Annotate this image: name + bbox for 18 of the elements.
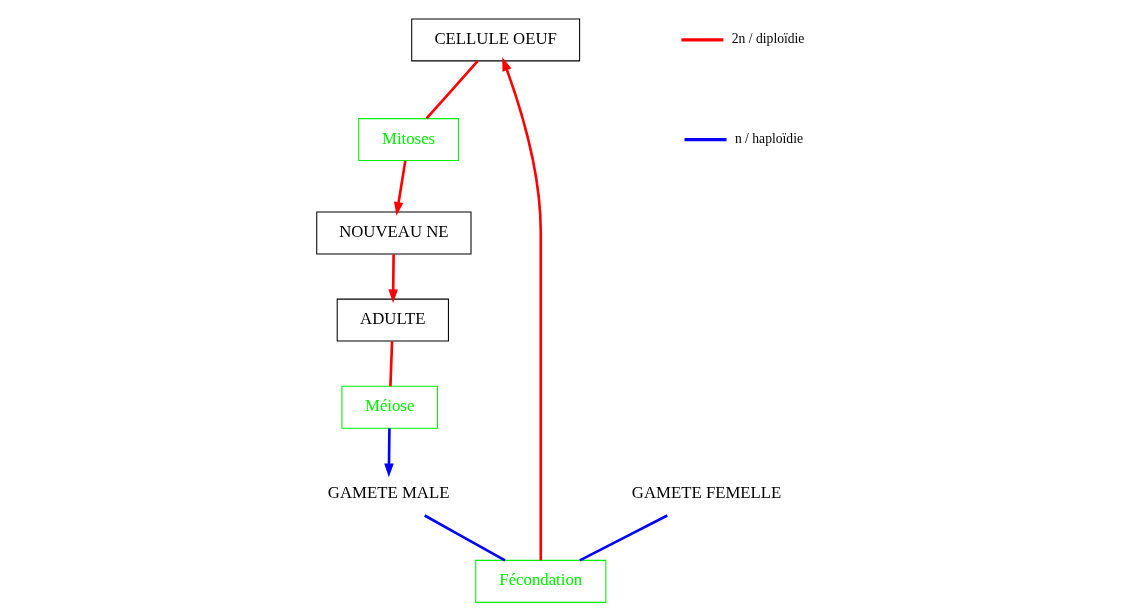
node-text: GAMETE FEMELLE bbox=[631, 483, 782, 503]
arrow bbox=[502, 57, 543, 561]
arrow bbox=[393, 160, 407, 216]
connector bbox=[425, 60, 479, 120]
connector bbox=[579, 514, 668, 562]
node-box: ADULTE bbox=[336, 298, 449, 342]
arrow bbox=[384, 428, 394, 478]
arrow bbox=[388, 254, 398, 303]
node-box: Méiose bbox=[341, 385, 438, 429]
connector bbox=[389, 341, 394, 387]
legend-label: n / haploïdie bbox=[734, 131, 804, 147]
node-text: GAMETE MALE bbox=[327, 483, 450, 503]
node-box: Fécondation bbox=[475, 559, 607, 603]
node-box: Mitoses bbox=[358, 118, 459, 162]
legend-label: 2n / diploïdie bbox=[731, 31, 805, 47]
node-box: NOUVEAU NE bbox=[316, 211, 472, 255]
connector bbox=[424, 514, 506, 562]
node-box: CELLULE OEUF bbox=[411, 18, 581, 62]
